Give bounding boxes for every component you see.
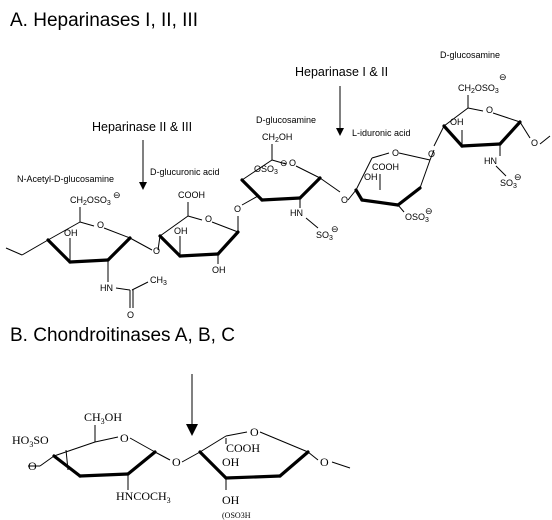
- unit-glucosamine-middle: D-glucosamine CH2OH O OSO3 ⊖ HN SO3 ⊖ O: [240, 115, 357, 242]
- svg-text:O: O: [234, 204, 241, 214]
- unit-glucuronic-acid-b: O COOH OH OH (OSO3H O: [198, 425, 351, 520]
- nag-ch2oso3: CH2OSO3: [70, 195, 111, 207]
- b-cooh: COOH: [226, 441, 260, 455]
- svg-text:O: O: [320, 455, 329, 469]
- unit-iduronic-acid: L-iduronic acid O COOH OH OSO3 ⊖ O: [352, 125, 445, 224]
- glca-cooh: COOH: [178, 190, 205, 200]
- svg-text:O: O: [250, 425, 259, 439]
- svg-text:O: O: [153, 246, 160, 256]
- glcn-name: D-glucosamine: [256, 115, 316, 125]
- nag-carbonyl-o: O: [127, 310, 134, 320]
- b-ho3so: HO3SO: [12, 433, 49, 449]
- b-ch2oh: CH3OH: [84, 410, 122, 426]
- svg-text:⊖: ⊖: [514, 172, 522, 182]
- svg-text:⊖: ⊖: [331, 224, 339, 234]
- nag-hn: HN: [100, 283, 113, 293]
- glcn2-oh: OH: [450, 117, 464, 127]
- unit-glucuronic-acid: D-glucuronic acid COOH O OH OH O: [150, 167, 259, 275]
- nag-ring-oxygen: O: [97, 220, 104, 230]
- nag-ch3: CH3: [150, 275, 167, 287]
- enzyme-label-heparinase-2-3: Heparinase II & III: [92, 120, 192, 134]
- svg-text:⊖: ⊖: [280, 158, 288, 168]
- glcn2-hn: HN: [484, 156, 497, 166]
- enzyme-label-heparinase-1-2: Heparinase I & II: [295, 65, 388, 79]
- b-nhcoch3: HNCOCH3: [116, 489, 171, 505]
- idoa-name: L-iduronic acid: [352, 128, 411, 138]
- glcn2-ch2oso3: CH2OSO3: [458, 83, 499, 95]
- b-oh: OH: [222, 455, 240, 469]
- svg-text:O: O: [172, 455, 181, 469]
- idoa-cooh: COOH: [372, 162, 399, 172]
- glcn-so3: SO3: [316, 230, 333, 242]
- glcn-oso3: OSO3: [254, 164, 278, 176]
- unit-galnac-4-sulfate: CH3OH O HO3SO O HNCOCH3 O: [12, 410, 201, 505]
- svg-text:O: O: [120, 431, 129, 445]
- svg-text:⊖: ⊖: [499, 72, 507, 82]
- b-oso3h: (OSO3H: [222, 511, 251, 520]
- svg-text:O: O: [341, 195, 348, 205]
- svg-text:⊖: ⊖: [425, 206, 433, 216]
- nag-oh: OH: [64, 228, 78, 238]
- idoa-oso3: OSO3: [405, 212, 429, 224]
- glca-oh-1: OH: [174, 226, 188, 236]
- unit-glucosamine-right: D-glucosamine CH2OSO3 ⊖ O OH HN SO3 ⊖ O: [440, 50, 551, 190]
- svg-text:O: O: [486, 105, 493, 115]
- glcn-ch2oh: CH2OH: [262, 132, 292, 144]
- section-a-title: A. Heparinases I, II, III: [10, 10, 198, 31]
- svg-text:O: O: [428, 149, 435, 159]
- glcn2-so3: SO3: [500, 178, 517, 190]
- idoa-oh: OH: [364, 172, 378, 182]
- b-oh-2: OH: [222, 493, 240, 507]
- svg-text:O: O: [392, 148, 399, 158]
- svg-text:O: O: [289, 158, 296, 168]
- svg-text:O: O: [205, 214, 212, 224]
- glcn-hn: HN: [290, 208, 303, 218]
- svg-text:O: O: [531, 138, 538, 148]
- glca-name: D-glucuronic acid: [150, 167, 220, 177]
- glcn2-name: D-glucosamine: [440, 50, 500, 60]
- glca-oh-2: OH: [212, 265, 226, 275]
- unit-n-acetyl-glucosamine: N-Acetyl-D-glucosamine CH2OSO3 ⊖ O OH HN…: [5, 174, 167, 320]
- nag-name: N-Acetyl-D-glucosamine: [17, 174, 114, 184]
- section-b-title: B. Chondroitinases A, B, C: [10, 325, 235, 346]
- svg-text:⊖: ⊖: [113, 190, 121, 200]
